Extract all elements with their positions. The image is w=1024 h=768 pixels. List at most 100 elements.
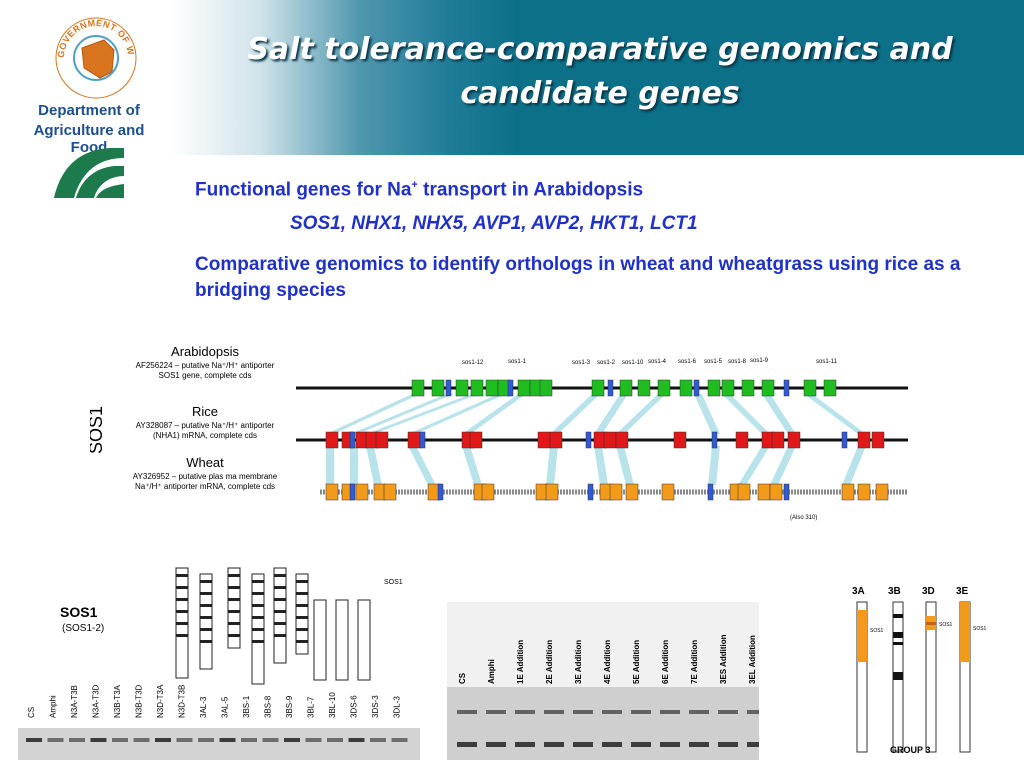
chromosome-3d-marker: SOS1 xyxy=(939,622,953,628)
gel1-lane-label: 3BS-1 xyxy=(242,695,251,718)
wheat-accession: AY326952 – putative plas ma membrane xyxy=(133,472,278,481)
wheat-exon xyxy=(737,483,751,501)
gel1-idiogram xyxy=(335,599,349,681)
ortholog-link-arabidopsis-rice xyxy=(462,394,526,434)
ortholog-link-rice-wheat xyxy=(708,446,720,485)
rice-exon xyxy=(549,431,563,449)
arabidopsis-exon xyxy=(470,379,484,397)
gel2-band-upper xyxy=(602,710,622,714)
chromosome-label-3d: 3D xyxy=(922,586,935,597)
figure-axis-label: SOS1 xyxy=(90,406,106,454)
rice-exon xyxy=(603,431,617,449)
gel1-band xyxy=(327,738,343,742)
chromosome-label-3b: 3B xyxy=(888,586,901,597)
exon-name-labels: sos1-12 sos1-1 sos1-3 sos1-2 sos1-10 sos… xyxy=(462,358,838,366)
gel2-band-upper xyxy=(515,710,535,714)
gel1-band xyxy=(348,738,365,742)
gel2-band-lower xyxy=(660,742,680,747)
rice-exon xyxy=(325,431,339,449)
rice-exon xyxy=(375,431,389,449)
arabidopsis-exon xyxy=(517,379,531,397)
gel2-band-upper xyxy=(747,710,759,714)
gel1-band xyxy=(198,738,214,742)
gel2-lane-label: Amphi xyxy=(487,659,496,684)
wheat-exon xyxy=(783,483,790,501)
gel2-band-upper xyxy=(573,710,593,714)
chromosome-label-3e: 3E xyxy=(956,586,969,597)
ortholog-link-rice-wheat xyxy=(770,446,796,485)
wheat-exon xyxy=(757,483,771,501)
arabidopsis-exon xyxy=(637,379,651,397)
gel2-band-lower xyxy=(544,742,564,747)
gel2-band-lower xyxy=(457,742,477,747)
wheat-exon xyxy=(707,483,714,501)
arabidopsis-exon xyxy=(783,379,790,397)
gel1-lane-label: 3BL-10 xyxy=(328,692,337,718)
gel1-lane-strip xyxy=(18,728,420,760)
wheat-exon xyxy=(661,483,675,501)
gel1-subtitle: (SOS1-2) xyxy=(62,623,104,634)
gel2-band-upper xyxy=(486,710,506,714)
wheat-exon xyxy=(545,483,559,501)
gel1-band xyxy=(133,738,150,742)
arabidopsis-exon xyxy=(539,379,553,397)
arabidopsis-exons xyxy=(411,379,837,397)
wheat-exon xyxy=(875,483,889,501)
arabidopsis-exon xyxy=(507,379,514,397)
ortholog-link-arabidopsis-rice xyxy=(326,394,420,434)
gel1-band xyxy=(90,738,107,742)
gel1-band xyxy=(155,738,171,742)
agency-logo[interactable]: GOVERNMENT OF WESTERN AUSTRALIA Departme… xyxy=(14,10,164,200)
arabidopsis-exon xyxy=(707,379,721,397)
gel1-idiogram xyxy=(357,599,371,681)
ortholog-link-arabidopsis-rice xyxy=(350,394,454,434)
gel2-lane-label: 5E Addition xyxy=(632,640,641,684)
wheat-note: (Also 310) xyxy=(790,515,817,521)
gel1-band xyxy=(370,738,386,742)
chromosome-group-label: GROUP 3 xyxy=(890,745,930,755)
rice-exon xyxy=(469,431,483,449)
gel1-idiogram xyxy=(313,599,327,681)
arabidopsis-description: SOS1 gene, complete cds xyxy=(159,371,252,380)
rice-exon xyxy=(407,431,421,449)
bullet-comparative-genomics: Comparative genomics to identify ortholo… xyxy=(195,254,961,301)
gel1-band xyxy=(241,738,257,742)
rice-exon xyxy=(537,431,551,449)
rice-exon xyxy=(841,431,848,449)
gel1-band xyxy=(26,738,42,742)
wheat-exon xyxy=(481,483,495,501)
ortholog-link-arabidopsis-rice xyxy=(616,394,666,434)
arabidopsis-exon xyxy=(485,379,499,397)
ortholog-link-rice-wheat xyxy=(462,446,482,485)
species-arabidopsis: Arabidopsis xyxy=(171,344,239,359)
gel1-idiogram xyxy=(199,573,213,670)
rice-exon xyxy=(771,431,785,449)
header-band xyxy=(0,0,1024,155)
exon-label-sos1-2: sos1-2 xyxy=(597,360,616,366)
arabidopsis-exon xyxy=(619,379,633,397)
ortholog-link-arabidopsis-rice xyxy=(366,394,479,434)
department-emblem-icon xyxy=(54,148,124,198)
arabidopsis-accession: AF256224 – putative Na⁺/H⁺ antiporter xyxy=(136,361,275,370)
exon-label-sos1-3: sos1-3 xyxy=(572,360,591,366)
species-wheat: Wheat xyxy=(186,455,224,470)
wheat-exon xyxy=(609,483,623,501)
gel2-lane-label: 3ES Addition xyxy=(719,634,728,684)
exon-label-sos1-11: sos1-11 xyxy=(816,359,838,365)
arabidopsis-exon xyxy=(741,379,755,397)
rice-accession: AY328087 – putative Na⁺/H⁺ antiporter xyxy=(136,421,275,430)
gel2-band-lower xyxy=(602,742,622,747)
rice-exon xyxy=(871,431,885,449)
ortholog-links xyxy=(326,394,866,485)
gel2-band-upper xyxy=(689,710,709,714)
arabidopsis-exon xyxy=(803,379,817,397)
ortholog-link-rice-wheat xyxy=(408,446,436,485)
wheat-exon xyxy=(857,483,871,501)
ortholog-link-rice-wheat xyxy=(616,446,634,485)
wheat-exons xyxy=(325,483,889,501)
ortholog-link-arabidopsis-rice xyxy=(722,394,770,434)
gel2-lane-label: CS xyxy=(458,672,467,684)
rice-exons xyxy=(325,431,885,449)
